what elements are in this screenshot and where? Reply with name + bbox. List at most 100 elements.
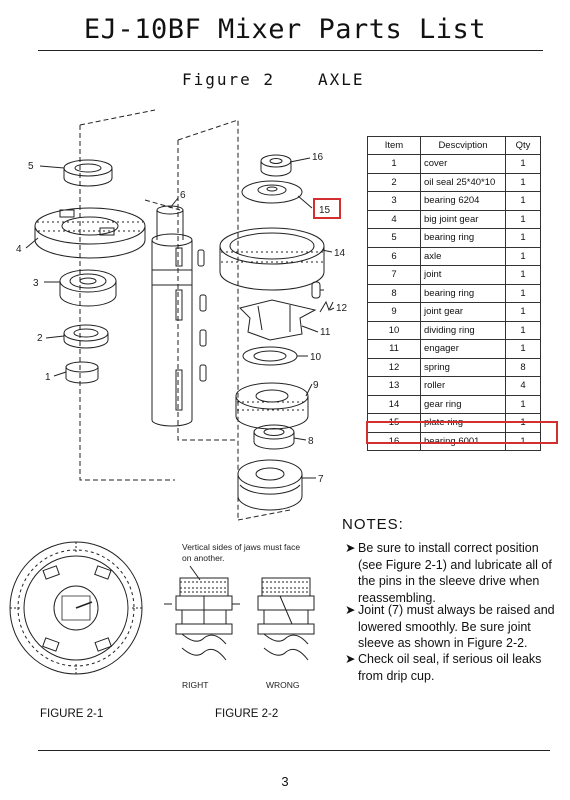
col-item: Item [367,136,421,155]
callout-15: 15 [319,205,331,216]
cell-qty: 1 [505,320,541,340]
cell-item: 3 [367,191,421,211]
cell-qty: 1 [505,154,541,174]
cell-qty: 1 [505,431,541,451]
cell-qty: 4 [505,376,541,396]
col-qty: Qty [505,136,541,155]
cell-description: engager [420,339,506,359]
cell-description: gear ring [420,394,506,414]
cell-qty: 1 [505,394,541,414]
callout-3: 3 [33,278,39,289]
note-2: ➤ Joint (7) must always be raised and lo… [345,603,555,650]
callout-8: 8 [308,436,314,447]
arrow-icon: ➤ [345,541,356,555]
callout-6: 6 [180,190,186,201]
arrow-icon: ➤ [345,603,356,617]
row-15-highlight [366,421,558,444]
fig2-2-caption-line2: on another. [182,553,225,563]
cell-description: joint gear [420,302,506,322]
cell-description: joint [420,265,506,285]
note-1: ➤ Be sure to install correct position (s… [345,541,552,605]
cell-qty: 1 [505,191,541,211]
cell-item: 5 [367,228,421,248]
cell-item: 6 [367,246,421,266]
cell-qty: 1 [505,172,541,192]
callout-1: 1 [45,372,51,383]
callout-4: 4 [16,244,22,255]
cell-description: axle [420,246,506,266]
arrow-icon: ➤ [345,652,356,666]
cell-description: spring [420,357,506,377]
cell-qty: 8 [505,357,541,377]
title-rule [38,50,543,51]
figure-label: Figure 2 [182,70,276,89]
cell-qty: 1 [505,339,541,359]
cell-item: 1 [367,154,421,174]
cell-description: bearing 6204 [420,191,506,211]
cell-description: oil seal 25*40*10 [420,172,506,192]
fig2-2-caption-line1: Vertical sides of jaws must face [182,542,300,552]
cell-item: 9 [367,302,421,322]
cell-description: dividing ring [420,320,506,340]
wrong-label: WRONG [266,680,300,690]
cell-description: cover [420,154,506,174]
note-3: ➤ Check oil seal, if serious oil leaks f… [345,652,542,683]
cell-item: 10 [367,320,421,340]
footer-rule [38,750,550,751]
callout-12: 12 [336,303,348,314]
figure-2-1-drawing [9,541,143,675]
cell-item: 11 [367,339,421,359]
page-number: 3 [281,774,289,789]
callout-14: 14 [334,248,346,259]
cell-item: 14 [367,394,421,414]
cell-item: 12 [367,357,421,377]
figure-2-2-drawing [164,565,315,661]
notes-title: NOTES: [342,516,404,533]
callout-5: 5 [28,161,34,172]
callout-11: 11 [320,327,331,338]
figure-name: AXLE [318,70,365,89]
cell-qty: 1 [505,265,541,285]
cell-description: roller [420,376,506,396]
part-callouts: 5 4 3 2 1 6 16 15 14 12 11 10 9 8 7 [16,152,348,485]
figure-2-1-caption: FIGURE 2-1 [40,708,104,720]
cell-description: big joint gear [420,209,506,229]
cell-item: 8 [367,283,421,303]
cell-qty: 1 [505,283,541,303]
right-label: RIGHT [182,680,208,690]
cell-qty: 1 [505,209,541,229]
callout-9: 9 [313,380,319,391]
cell-qty: 1 [505,246,541,266]
callout-16: 16 [312,152,324,163]
callout-7: 7 [318,474,324,485]
cell-qty: 1 [505,228,541,248]
cell-description: bearing ring [420,283,506,303]
callout-2: 2 [37,333,43,344]
cell-item: 13 [367,376,421,396]
cell-qty: 1 [505,302,541,322]
callout-10: 10 [310,352,322,363]
cell-item: 4 [367,209,421,229]
table-header-row: Item Descviption Qty [367,136,541,155]
cell-item: 7 [367,265,421,285]
col-description: Descviption [420,136,506,155]
figure-2-2-caption: FIGURE 2-2 [215,708,279,720]
cell-description: bearing ring [420,228,506,248]
